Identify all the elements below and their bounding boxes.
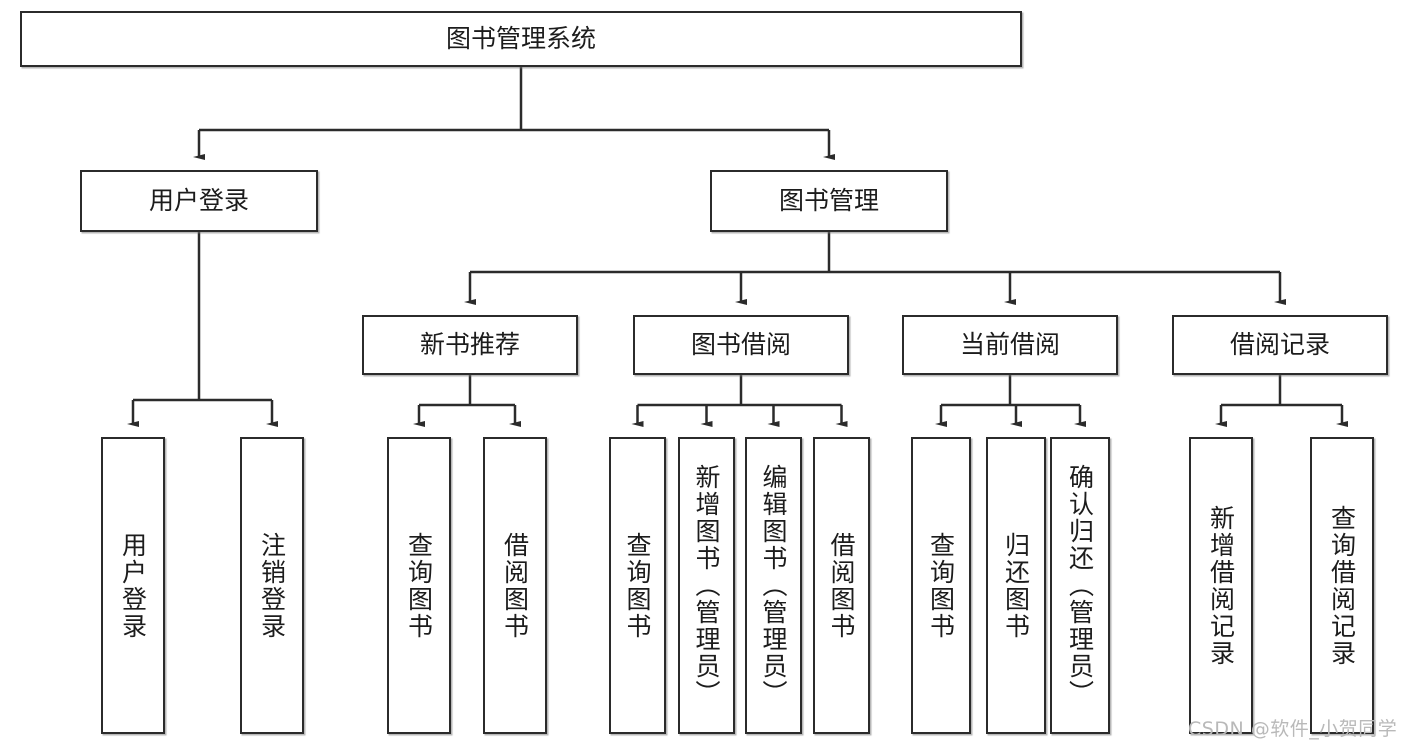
node-leaf-user-logout[interactable]: 注销登录 [240,437,304,734]
node-leaf-confirm-return[interactable]: 确认归还（管理员） [1050,437,1110,734]
node-leaf-edit-book[interactable]: 编辑图书（管理员） [745,437,802,734]
node-label: 图书管理 [778,186,879,216]
node-leaf-query-book-3[interactable]: 查询图书 [911,437,971,734]
node-leaf-query-book-1[interactable]: 查询图书 [387,437,451,734]
node-label: 新书推荐 [419,330,520,360]
node-leaf-query-book-2[interactable]: 查询图书 [609,437,666,734]
node-book-borrow[interactable]: 图书借阅 [633,315,849,375]
node-leaf-return-book[interactable]: 归还图书 [986,437,1046,734]
node-user-login[interactable]: 用户登录 [80,170,318,232]
node-label: 归还图书 [1001,531,1031,640]
node-leaf-add-record[interactable]: 新增借阅记录 [1189,437,1253,734]
node-label: 借阅记录 [1229,330,1330,360]
node-leaf-borrow-book-2[interactable]: 借阅图书 [813,437,870,734]
node-label: 查询借阅记录 [1327,504,1357,667]
node-root[interactable]: 图书管理系统 [20,11,1022,67]
node-new-book-recommend[interactable]: 新书推荐 [362,315,578,375]
node-label: 用户登录 [148,186,249,216]
node-label: 新增借阅记录 [1206,504,1236,667]
node-label: 查询图书 [623,531,652,640]
node-book-manage[interactable]: 图书管理 [710,170,948,232]
node-label: 图书管理系统 [445,24,596,54]
node-label: 查询图书 [926,531,956,640]
node-label: 用户登录 [118,531,148,640]
node-label: 注销登录 [257,531,287,640]
node-leaf-add-book[interactable]: 新增图书（管理员） [678,437,735,734]
node-label: 编辑图书（管理员） [759,464,788,707]
node-label: 确认归还（管理员） [1065,464,1095,707]
node-leaf-borrow-book-1[interactable]: 借阅图书 [483,437,547,734]
node-label: 当前借阅 [959,330,1060,360]
node-label: 查询图书 [404,531,434,640]
node-label: 图书借阅 [690,330,791,360]
node-borrow-record[interactable]: 借阅记录 [1172,315,1388,375]
node-current-borrow[interactable]: 当前借阅 [902,315,1118,375]
node-label: 借阅图书 [827,531,856,640]
node-leaf-query-record[interactable]: 查询借阅记录 [1310,437,1374,734]
node-leaf-user-login[interactable]: 用户登录 [101,437,165,734]
node-label: 新增图书（管理员） [692,464,721,707]
node-label: 借阅图书 [500,531,530,640]
csdn-watermark: CSDN @软件_小贺同学 [1188,718,1398,740]
